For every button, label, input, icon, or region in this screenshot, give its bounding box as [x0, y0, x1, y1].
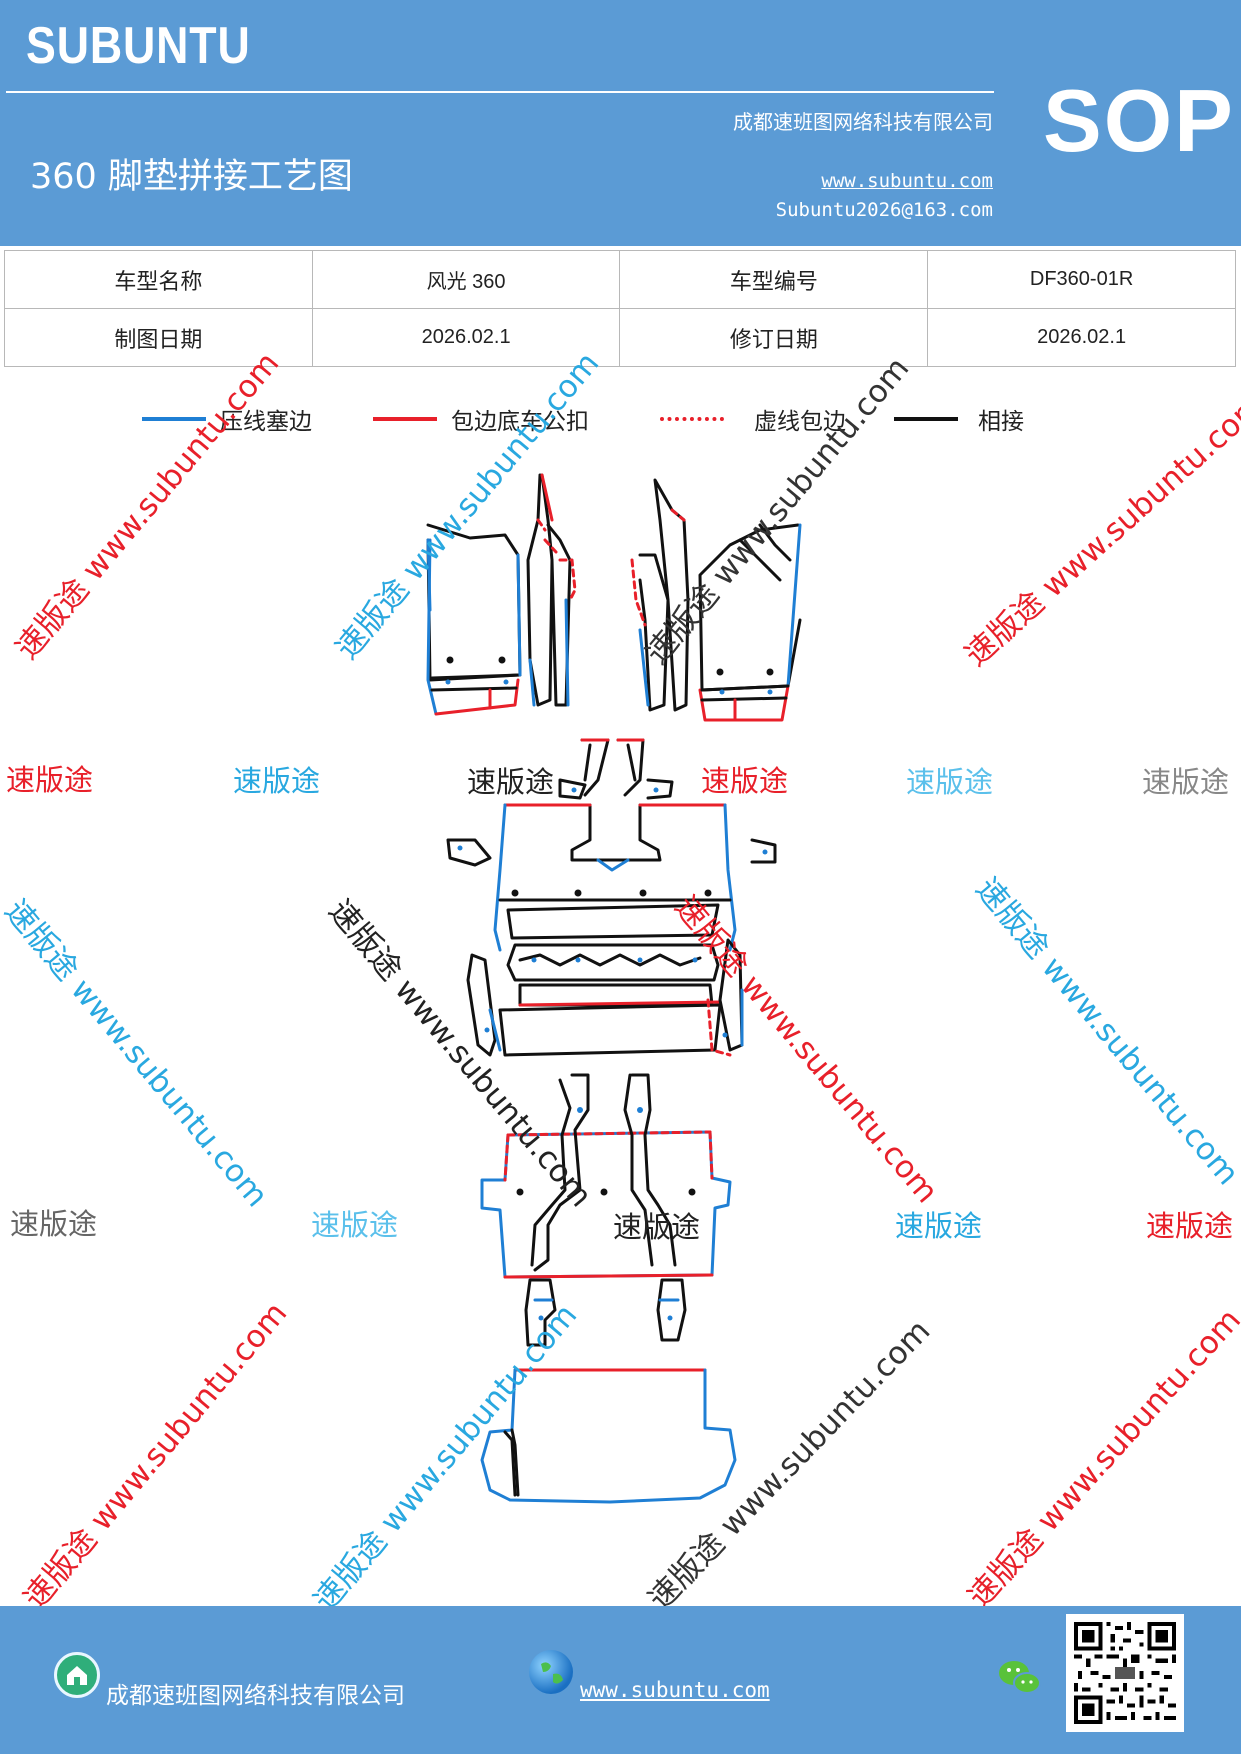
second-row-mat — [480, 1073, 732, 1347]
drawing-date-label: 制图日期 — [4, 308, 313, 367]
header-banner: SUBUNTU 360 脚垫拼接工艺图 成都速班图网络科技有限公司 www.su… — [0, 0, 1241, 246]
legend-label: 包边底车公扣 — [451, 409, 589, 435]
mat-splicing-diagram — [426, 473, 802, 1504]
document-title: 360 脚垫拼接工艺图 — [30, 157, 353, 197]
legend-label: 相接 — [978, 409, 1024, 435]
legend-label: 压线塞边 — [220, 409, 312, 435]
legend-swatch — [894, 417, 958, 421]
legend-swatch — [373, 417, 437, 421]
drawing-date-value: 2026.02.1 — [311, 308, 621, 367]
revision-date-value: 2026.02.1 — [927, 308, 1236, 367]
legend-item-joint: 相接 — [894, 404, 1024, 435]
footer-website-link[interactable]: www.subuntu.com — [580, 1678, 770, 1702]
legend-item-edge-clip: 包边底车公扣 — [373, 404, 589, 435]
model-code-value: DF360-01R — [927, 250, 1236, 309]
legend-label: 虚线包边 — [754, 409, 846, 435]
footer-banner: 成都速班图网络科技有限公司 www.subuntu.com — [0, 1606, 1241, 1754]
table-row: 车型名称 风光 360 车型编号 DF360-01R — [4, 250, 1236, 309]
brand-logo: SUBUNTU — [26, 17, 251, 75]
qr-code[interactable] — [1066, 1614, 1184, 1732]
header-divider — [6, 91, 994, 93]
wechat-icon[interactable] — [996, 1656, 1044, 1700]
model-code-label: 车型编号 — [619, 250, 929, 309]
legend-swatch — [660, 417, 724, 421]
legend-swatch — [142, 417, 206, 421]
legend-item-press-line: 压线塞边 — [142, 404, 312, 435]
website-link[interactable]: www.subuntu.com — [821, 170, 993, 192]
globe-icon — [529, 1650, 573, 1694]
front-right-mat — [630, 478, 802, 722]
table-row: 制图日期 2026.02.1 修订日期 2026.02.1 — [4, 308, 1236, 367]
revision-date-label: 修订日期 — [619, 308, 929, 367]
company-icon — [54, 1652, 100, 1698]
model-name-label: 车型名称 — [4, 250, 313, 309]
email-address[interactable]: Subuntu2026@163.com — [775, 199, 993, 221]
vehicle-info-table: 车型名称 风光 360 车型编号 DF360-01R 制图日期 2026.02.… — [4, 250, 1236, 367]
legend-item-dashed-edge: 虚线包边 — [660, 404, 846, 435]
footer-company-name: 成都速班图网络科技有限公司 — [106, 1683, 405, 1709]
trunk-mat — [480, 1368, 737, 1504]
sop-badge: SOP — [1043, 71, 1235, 170]
company-name: 成都速班图网络科技有限公司 — [733, 110, 993, 134]
model-name-value: 风光 360 — [311, 250, 621, 309]
front-left-mat — [426, 473, 577, 716]
middle-mat-assembly — [446, 738, 777, 1057]
